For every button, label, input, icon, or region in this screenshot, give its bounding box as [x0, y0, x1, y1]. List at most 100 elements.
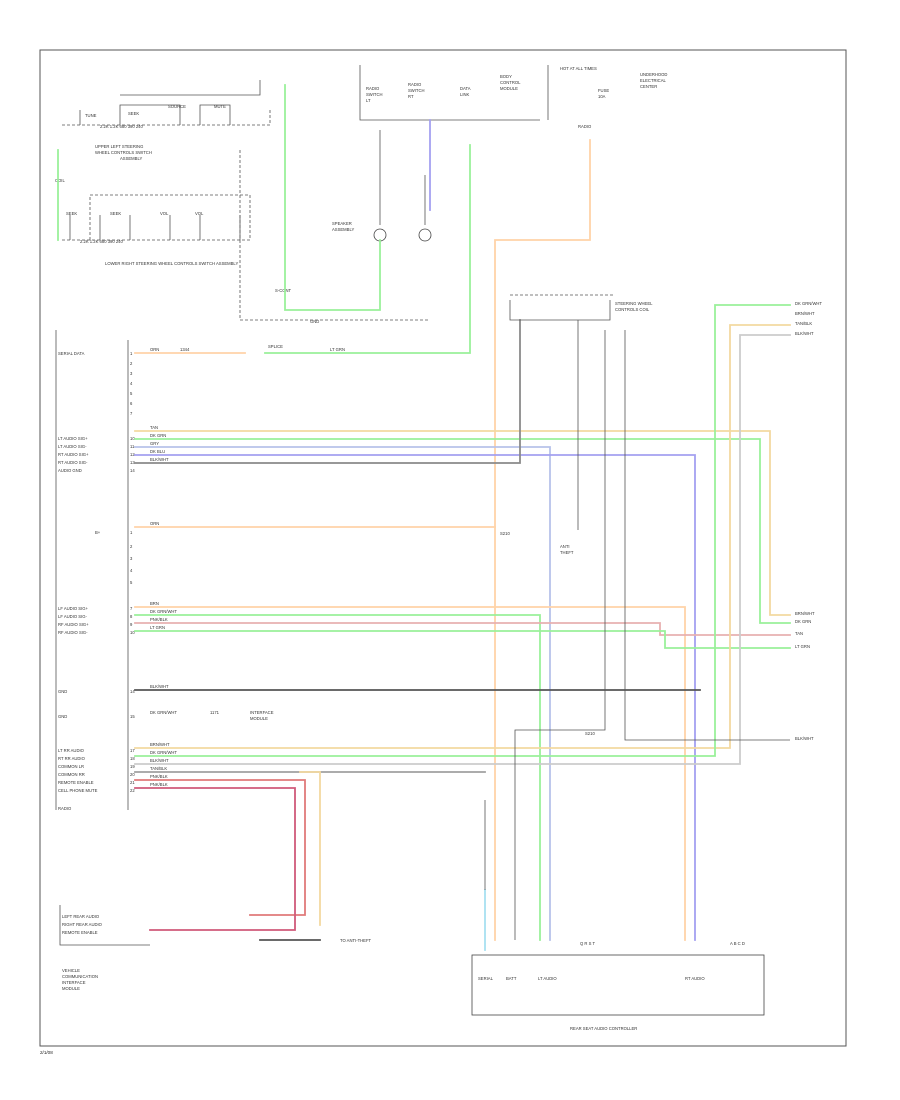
svg-text:20: 20: [130, 772, 135, 777]
svg-text:17: 17: [130, 748, 135, 753]
svg-text:12: 12: [130, 452, 135, 457]
wire-steering-green: [284, 84, 381, 311]
svg-text:BRN/WHT: BRN/WHT: [150, 742, 170, 747]
svg-text:STEERING WHEEL: STEERING WHEEL: [615, 301, 653, 306]
svg-text:LT: LT: [366, 98, 371, 103]
upper-switch-label: UPPER LEFT STEERING: [95, 144, 143, 149]
svg-text:INTERFACE: INTERFACE: [62, 980, 86, 985]
svg-text:MODULE: MODULE: [62, 986, 80, 991]
svg-text:ORN: ORN: [150, 521, 159, 526]
svg-text:4: 4: [130, 381, 133, 386]
svg-text:10: 10: [130, 436, 135, 441]
svg-text:RIGHT REAR AUDIO: RIGHT REAR AUDIO: [62, 922, 103, 927]
svg-text:BODY: BODY: [500, 74, 512, 79]
svg-text:SEEK: SEEK: [128, 111, 139, 116]
wire-audio-ground: [134, 319, 521, 464]
svg-text:BLK/WHT: BLK/WHT: [150, 457, 169, 462]
svg-text:6: 6: [130, 401, 133, 406]
wire-rt-rr-audio: [134, 304, 791, 757]
wire-fuse-orange: [494, 139, 591, 941]
svg-text:SWITCH: SWITCH: [366, 92, 383, 97]
svg-text:DK BLU: DK BLU: [150, 449, 165, 454]
svg-text:DK GRN/WHT: DK GRN/WHT: [795, 301, 822, 306]
upper-switch-assembly: TUNE SEEK SOURCE MUTE 2.2K 1.2K 680 390 …: [62, 80, 271, 161]
svg-text:ORN: ORN: [150, 347, 159, 352]
svg-text:PNK/BLK: PNK/BLK: [150, 774, 168, 779]
svg-text:TO ANTI-THEFT: TO ANTI-THEFT: [340, 938, 372, 943]
diagram-border: [39, 49, 847, 1047]
svg-text:7: 7: [130, 411, 133, 416]
svg-text:MUTE: MUTE: [214, 104, 226, 109]
svg-text:LT GRN: LT GRN: [795, 644, 810, 649]
svg-text:INTERFACE: INTERFACE: [250, 710, 274, 715]
wire-remote-enable: [134, 779, 306, 916]
svg-text:SPEAKER: SPEAKER: [332, 221, 352, 226]
svg-text:4: 4: [130, 568, 133, 573]
svg-text:1171: 1171: [210, 710, 220, 715]
svg-text:1: 1: [130, 530, 133, 535]
svg-text:13: 13: [130, 460, 135, 465]
svg-text:SOURCE: SOURCE: [168, 104, 186, 109]
svg-text:2: 2: [130, 361, 133, 366]
svg-text:THEFT: THEFT: [560, 550, 574, 555]
pin-numbers: 1 2 3 4 5 6 7 10 11 12 13 14 1 2 3 4 5 7…: [130, 351, 135, 793]
wire-lt-audio-minus: [134, 438, 791, 624]
wire-rt-audio-minus: [134, 454, 696, 941]
radio-module-label: RADIO: [58, 806, 72, 811]
antenna-controller: STEERING WHEEL CONTROLS COIL: [510, 294, 653, 312]
svg-text:LT RR AUDIO: LT RR AUDIO: [58, 748, 85, 753]
svg-text:SERIAL DATA: SERIAL DATA: [58, 351, 85, 356]
svg-text:REMOTE ENABLE: REMOTE ENABLE: [58, 780, 94, 785]
svg-text:11: 11: [130, 444, 135, 449]
wire-lf-minus: [134, 614, 541, 941]
svg-text:DK GRN: DK GRN: [795, 619, 811, 624]
svg-text:3: 3: [130, 556, 133, 561]
svg-text:AUDIO GND: AUDIO GND: [58, 468, 82, 473]
svg-text:BLK/WHT: BLK/WHT: [795, 331, 814, 336]
wire-lf-plus: [134, 606, 686, 941]
svg-text:5: 5: [130, 580, 133, 585]
svg-text:21: 21: [130, 780, 135, 785]
svg-text:BRN/WHT: BRN/WHT: [795, 611, 815, 616]
svg-text:GND: GND: [58, 689, 67, 694]
svg-text:LF AUDIO SIG-: LF AUDIO SIG-: [58, 614, 87, 619]
svg-text:SPLICE: SPLICE: [268, 344, 283, 349]
svg-text:BLK/WHT: BLK/WHT: [150, 684, 169, 689]
svg-text:S210: S210: [585, 731, 595, 736]
svg-text:19: 19: [130, 764, 135, 769]
svg-text:SEEK: SEEK: [110, 211, 121, 216]
svg-text:ELECTRICAL: ELECTRICAL: [640, 78, 667, 83]
svg-text:B+: B+: [95, 530, 101, 535]
svg-text:PNK/BLK: PNK/BLK: [150, 782, 168, 787]
svg-text:VEHICLE: VEHICLE: [62, 968, 80, 973]
svg-text:TAN/BLK: TAN/BLK: [150, 766, 167, 771]
svg-text:COIL: COIL: [55, 178, 65, 183]
svg-text:Q R S T: Q R S T: [580, 941, 595, 946]
svg-text:LT GRN: LT GRN: [330, 347, 345, 352]
svg-text:TAN/BLK: TAN/BLK: [795, 321, 812, 326]
rear-seat-audio-label: REAR SEAT AUDIO CONTROLLER: [570, 1026, 637, 1031]
radio-speaker-assembly: RADIO SWITCH LT RADIO SWITCH RT DATA LIN…: [332, 65, 540, 242]
svg-text:8: 8: [130, 614, 133, 619]
footer-code: 2/1/08: [40, 1050, 53, 1055]
svg-text:LT GRN: LT GRN: [150, 625, 165, 630]
svg-text:2.2K 1.2K 680 390 240: 2.2K 1.2K 680 390 240: [100, 124, 144, 129]
svg-text:UNDERHOOD: UNDERHOOD: [640, 72, 667, 77]
svg-text:RT RR AUDIO: RT RR AUDIO: [58, 756, 86, 761]
svg-text:10: 10: [130, 630, 135, 635]
svg-text:COMMON RR: COMMON RR: [58, 772, 85, 777]
svg-text:TAN: TAN: [795, 631, 803, 636]
svg-text:DK GRN/WHT: DK GRN/WHT: [150, 750, 177, 755]
svg-text:COMMON LR: COMMON LR: [58, 764, 84, 769]
svg-text:GND: GND: [310, 319, 319, 324]
svg-text:SWITCH: SWITCH: [408, 88, 425, 93]
svg-text:7: 7: [130, 606, 133, 611]
svg-text:ANTI: ANTI: [560, 544, 570, 549]
svg-text:14: 14: [130, 468, 135, 473]
wire-rt-audio-plus: [134, 446, 551, 941]
svg-text:9: 9: [130, 622, 133, 627]
svg-text:RF AUDIO SIG+: RF AUDIO SIG+: [58, 622, 89, 627]
svg-text:1344: 1344: [180, 347, 190, 352]
svg-text:ASSEMBLY: ASSEMBLY: [332, 227, 354, 232]
